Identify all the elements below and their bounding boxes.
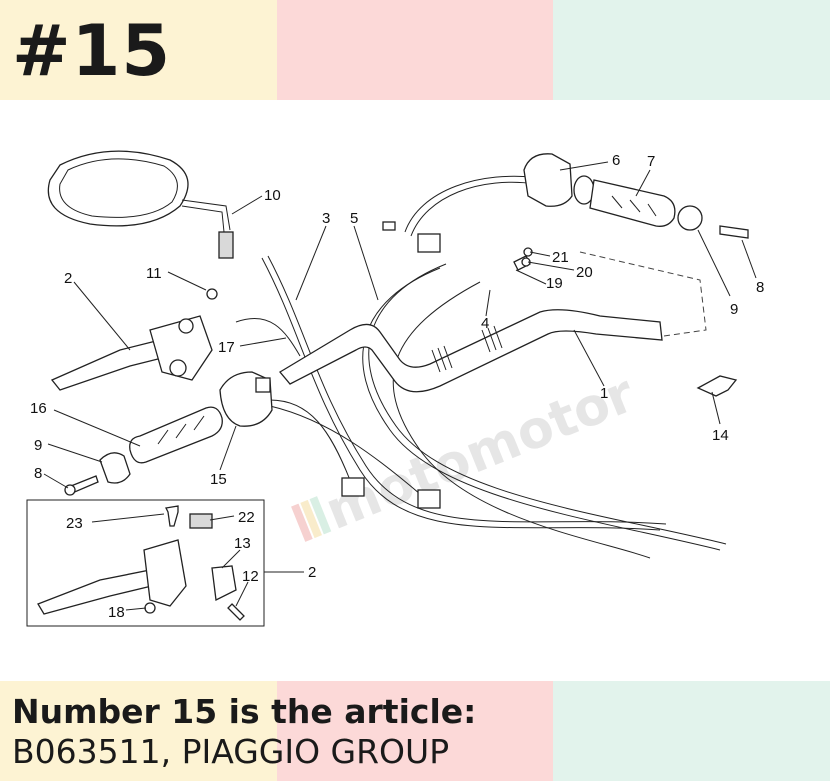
header-band-yellow <box>0 0 277 100</box>
callout-12: 12 <box>242 568 259 585</box>
cable-5-inner <box>368 263 727 545</box>
callout-16: 16 <box>30 400 47 417</box>
lever-bracket <box>149 315 213 381</box>
inset-screw-12 <box>227 603 245 621</box>
article-caption: Number 15 is the article: <box>12 692 477 731</box>
header-band-green <box>553 0 830 100</box>
exploded-parts-diagram: motomotor <box>26 150 764 627</box>
callout-18: 18 <box>108 604 125 621</box>
wiring-harness-right-2 <box>410 181 537 237</box>
clutch-lever-2 <box>50 339 172 391</box>
connector-left-b <box>417 489 441 509</box>
part-number-heading: #15 <box>12 10 172 92</box>
wiring-harness-right <box>404 175 541 233</box>
lever-pivot <box>178 318 194 334</box>
bar-end-9-left <box>99 452 131 484</box>
watermark-stripe-yellow <box>300 499 322 539</box>
callout-9-left: 9 <box>34 437 42 454</box>
cable-4 <box>392 281 651 559</box>
callout-4: 4 <box>481 315 489 332</box>
wiring-harness-left <box>269 399 351 481</box>
wiring-harness-left-2 <box>269 405 421 495</box>
inset-box <box>26 499 265 627</box>
cable-3-inner <box>267 255 667 525</box>
callout-21: 21 <box>552 249 569 266</box>
callout-8-left: 8 <box>34 465 42 482</box>
bar-end-9-right <box>677 205 703 231</box>
switch-button <box>255 377 271 393</box>
callout-5: 5 <box>350 210 358 227</box>
handlebar-1 <box>279 309 663 393</box>
article-number: B063511, PIAGGIO GROUP <box>12 732 450 771</box>
callout-17: 17 <box>218 339 235 356</box>
callout-6: 6 <box>612 152 620 169</box>
callout-11: 11 <box>146 265 162 282</box>
throttle-housing-6 <box>523 153 573 207</box>
callout-14: 14 <box>712 427 729 444</box>
footer-band-yellow <box>0 681 277 781</box>
callout-13: 13 <box>234 535 251 552</box>
connector-right <box>417 233 441 253</box>
grip-7-pattern <box>611 195 657 217</box>
inset-bracket <box>143 539 187 607</box>
footer-band-green <box>553 681 830 781</box>
lever-clamp <box>169 359 187 377</box>
connector-plug <box>382 221 396 231</box>
inset-screw-23 <box>165 505 179 527</box>
inset-spring-22 <box>189 513 213 529</box>
handlebar-knurl-right <box>481 325 503 353</box>
inset-nut-18 <box>144 602 156 614</box>
handlebar-knurl-left <box>431 345 453 373</box>
mirror-10 <box>47 150 189 227</box>
header-band-pink <box>277 0 553 100</box>
cable-5-outer <box>362 267 721 551</box>
watermark-stripe-red <box>291 503 313 542</box>
footer-band-pink <box>277 681 553 781</box>
mirror-glass <box>59 158 178 218</box>
callout-22: 22 <box>238 509 255 526</box>
inset-lever-2 <box>37 569 162 615</box>
watermark-stripe-green <box>309 496 332 535</box>
handlebar-guide <box>579 251 707 337</box>
inset-clamp-13 <box>211 565 237 601</box>
bolt-8-right <box>719 225 749 239</box>
clip-14 <box>696 375 738 397</box>
callout-2-inset: 2 <box>308 564 316 581</box>
mirror-threaded-base <box>218 231 234 259</box>
bolt-8-left-head <box>64 484 76 496</box>
callout-7: 7 <box>647 153 655 170</box>
callout-9-right: 9 <box>730 301 738 318</box>
grip-16-pattern <box>157 415 205 445</box>
connector-left-a <box>341 477 365 497</box>
grip-16 <box>129 406 223 464</box>
callout-3: 3 <box>322 210 330 227</box>
header-band <box>0 0 830 100</box>
callout-19: 19 <box>546 275 563 292</box>
nut-11 <box>206 288 218 300</box>
footer-band <box>0 681 830 781</box>
callout-2-top: 2 <box>64 270 72 287</box>
mirror-stem <box>181 199 231 233</box>
callout-8-right: 8 <box>756 279 764 296</box>
leader-lines <box>43 161 757 611</box>
callout-23: 23 <box>66 515 83 532</box>
callout-1: 1 <box>600 385 608 402</box>
callout-labels: 10 3 5 6 7 11 2 21 20 19 8 9 4 17 1 16 9… <box>30 152 764 621</box>
callout-20: 20 <box>576 264 593 281</box>
callout-10: 10 <box>264 187 281 204</box>
callout-15: 15 <box>210 471 227 488</box>
clutch-cable-17 <box>235 317 301 357</box>
